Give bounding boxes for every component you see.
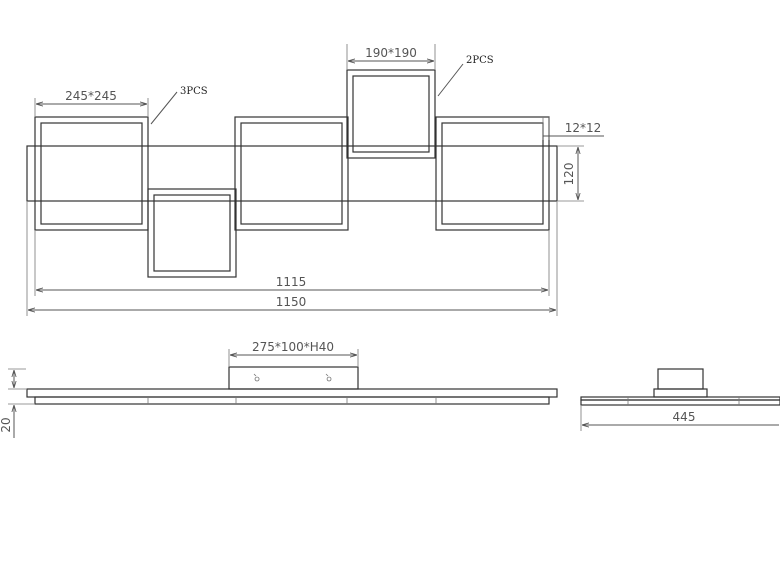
front-bar-top <box>26 388 558 398</box>
overall-length-label: 1150 <box>276 295 307 309</box>
large-frame-size-label: 245*245 <box>65 89 117 103</box>
large-frame-qty-label: 3PCS <box>180 86 208 97</box>
large-frame-2 <box>234 116 349 231</box>
front-view: 275*100*H40 20 <box>0 340 558 438</box>
side-canopy <box>657 368 704 390</box>
canopy <box>228 366 359 390</box>
profile-section-label: 12*12 <box>565 121 602 135</box>
side-bar-bottom <box>580 399 780 406</box>
small-frame-qty-label: 2PCS <box>466 55 494 66</box>
bar-height-label: 120 <box>562 163 576 186</box>
front-bar-bottom <box>34 396 550 405</box>
side-canopy-base <box>653 388 708 398</box>
small-frame-upper <box>346 69 436 159</box>
side-depth-label: 445 <box>673 410 696 424</box>
large-frame-3 <box>435 116 550 231</box>
inner-length-label: 1115 <box>276 275 307 289</box>
side-view: 445 <box>580 368 780 431</box>
top-view: 245*245 3PCS 190*190 2PCS 12*12 120 1115… <box>26 44 604 316</box>
side-height-label: 20 <box>0 417 13 432</box>
large-frame-1 <box>34 116 149 231</box>
canopy-size-label: 275*100*H40 <box>252 340 334 354</box>
horizontal-bar <box>26 145 558 202</box>
small-frame-size-label: 190*190 <box>365 46 417 60</box>
small-frame-lower <box>147 188 237 278</box>
